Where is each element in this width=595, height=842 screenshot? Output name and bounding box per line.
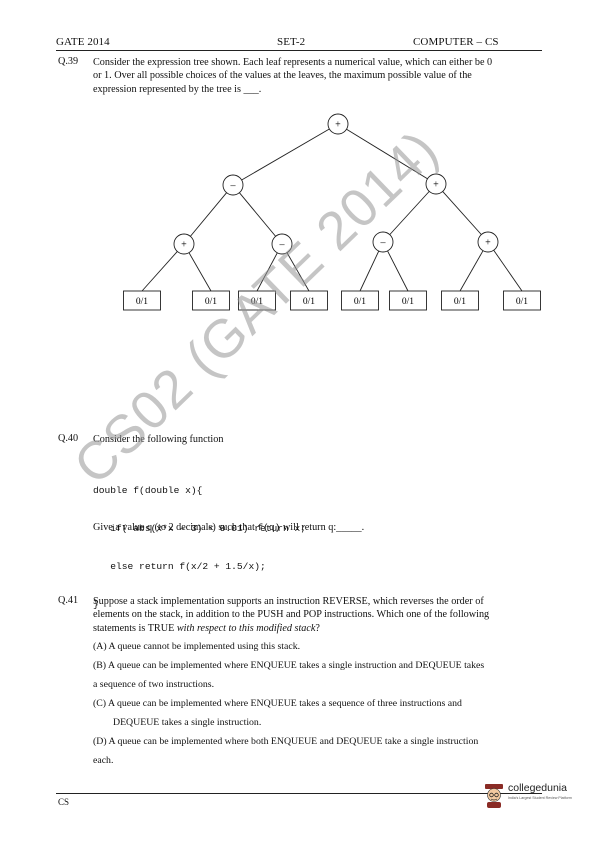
svg-text:+: + <box>433 180 439 191</box>
q40-number: Q.40 <box>58 433 79 444</box>
q40-intro: Consider the following function <box>93 434 224 445</box>
svg-text:0/1: 0/1 <box>205 297 217 307</box>
q39-text: Consider the expression tree shown. Each… <box>93 56 541 96</box>
tree-edge-leaf-4 <box>359 250 380 292</box>
q40-ask-pre: Give a value q (to 2 decimals) such that <box>93 522 258 533</box>
logo-name: collegedunia <box>508 782 567 794</box>
q41-text: Suppose a stack implementation supports … <box>93 595 541 635</box>
tree-leaf: 0/1 <box>503 290 541 311</box>
q41-line2: elements on the stack, in addition to th… <box>93 609 490 621</box>
q41-option-a: (A) A queue cannot be implemented using … <box>93 641 301 652</box>
svg-text:–: – <box>230 181 237 192</box>
tree-edge-leaf-5 <box>387 250 409 292</box>
svg-text:0/1: 0/1 <box>136 297 148 307</box>
header-exam: GATE 2014 <box>56 36 110 48</box>
tree-edge-leaf-0 <box>141 251 178 292</box>
svg-text:0/1: 0/1 <box>303 297 315 307</box>
svg-text:+: + <box>335 120 341 131</box>
q40-code-block: double f(double x){ if( abs(x*x – 3) < 0… <box>93 460 306 624</box>
tree-leaf: 0/1 <box>441 290 479 311</box>
tree-leaf: 0/1 <box>123 290 161 311</box>
tree-edge-l2-2 <box>382 191 430 243</box>
q39-line1: Consider the expression tree shown. Each… <box>93 57 493 68</box>
logo-tagline: India's Largest Student Review Platform <box>508 796 572 800</box>
header-subject: COMPUTER – CS <box>413 36 499 48</box>
tree-edge-leaf-1 <box>188 252 212 292</box>
q41-option-d-line1: (D) A queue can be implemented where bot… <box>93 736 479 747</box>
q41-option-b-line2: a sequence of two instructions. <box>93 679 215 690</box>
q41-line3-italic: with respect to this modified stack <box>176 622 316 634</box>
header-set: SET-2 <box>277 36 306 48</box>
q41-number: Q.41 <box>58 595 79 606</box>
tree-edge-l2-1 <box>239 192 283 245</box>
code-line-2: if( abs(x*x – 3) < 0.01) return x; <box>93 522 307 534</box>
svg-text:–: – <box>380 238 387 249</box>
tree-edge-root-1 <box>346 128 437 185</box>
tree-level2-node: – <box>222 174 244 196</box>
code-line-3: else return f(x/2 + 1.5/x); <box>93 560 266 572</box>
tree-level2-node: + <box>425 173 447 195</box>
q39-line3: expression represented by the tree is __… <box>93 83 262 95</box>
tree-leaf: 0/1 <box>290 290 328 311</box>
tree-edge-leaf-6 <box>459 250 484 292</box>
q41-line3-end: ? <box>315 622 320 634</box>
tree-leaf: 0/1 <box>341 290 379 311</box>
tree-edge-leaf-2 <box>256 252 278 292</box>
tree-edge-leaf-7 <box>493 249 523 292</box>
tree-edge-l2-0 <box>183 192 227 245</box>
tree-level3-node: + <box>477 231 499 253</box>
tree-level3-node: – <box>271 233 293 255</box>
svg-text:0/1: 0/1 <box>354 297 366 307</box>
q41-line3: statements is TRUE with respect to this … <box>93 622 541 635</box>
q40-ask: Give a value q (to 2 decimals) such that… <box>93 521 364 535</box>
q41-line1: Suppose a stack implementation supports … <box>93 596 484 607</box>
tree-level3-node: + <box>173 233 195 255</box>
tree-edge-root-0 <box>232 128 330 186</box>
code-line-1: double f(double x){ <box>93 485 203 497</box>
tree-leaf: 0/1 <box>238 290 276 311</box>
svg-text:0/1: 0/1 <box>454 297 466 307</box>
code-line-4: } <box>93 598 99 610</box>
tree-edge-l2-3 <box>442 191 489 243</box>
tree-leaf: 0/1 <box>389 290 427 311</box>
footer-label: CS <box>58 797 70 807</box>
svg-text:+: + <box>181 240 187 251</box>
q39-line2: or 1. Over all possible choices of the v… <box>93 70 472 82</box>
q41-option-c-line1: (C) A queue can be implemented where ENQ… <box>93 698 462 709</box>
q41-option-c-line2: DEQUEUE takes a single instruction. <box>113 717 262 728</box>
svg-text:0/1: 0/1 <box>402 297 414 307</box>
svg-text:+: + <box>485 238 491 249</box>
tree-root-node: + <box>327 113 349 135</box>
q41-line3-plain: statements is TRUE <box>93 622 177 634</box>
q39-number: Q.39 <box>58 56 79 67</box>
q40-ask-code: f(q) <box>257 522 281 533</box>
q41-option-b-line1: (B) A queue can be implemented where ENQ… <box>93 660 485 671</box>
q41-option-d-line2: each. <box>93 755 114 766</box>
svg-text:0/1: 0/1 <box>516 297 528 307</box>
tree-leaf: 0/1 <box>192 290 230 311</box>
header-rule <box>56 50 542 51</box>
tree-edge-leaf-3 <box>286 252 310 292</box>
svg-text:–: – <box>279 240 286 251</box>
q40-ask-post: will return q:_____. <box>280 522 365 533</box>
footer-rule <box>56 793 542 794</box>
collegedunia-logo-icon <box>485 784 503 808</box>
svg-text:0/1: 0/1 <box>251 297 263 307</box>
tree-level3-node: – <box>372 231 394 253</box>
